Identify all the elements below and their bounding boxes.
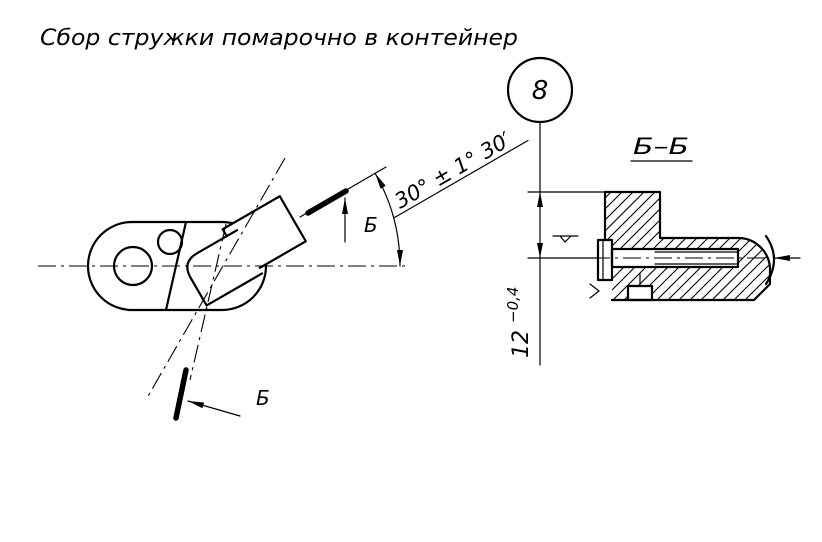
jaw-axis-line [189, 223, 227, 381]
surface-mark [552, 235, 579, 243]
cut-line-top [305, 188, 349, 216]
section-title: Б–Б [630, 135, 693, 162]
hatched-body [605, 192, 770, 300]
part-view [38, 157, 410, 399]
rotated-fixture-block [186, 195, 307, 307]
item-balloon: 8 [506, 56, 574, 124]
support-mark [589, 283, 600, 299]
angle-arc [374, 172, 403, 267]
dimension-tolerance: −0,4 [504, 287, 522, 323]
section-title-text: Б–Б [633, 135, 689, 160]
section-letter-top: Б [364, 213, 378, 237]
body-outline [603, 190, 772, 302]
angle-leader-line [393, 139, 529, 219]
cut-line-bottom [173, 367, 189, 421]
balloon-number: 8 [532, 76, 549, 106]
chip-collection-note: Сбор стружки помарочно в контейнер [40, 26, 518, 51]
fixture-axis-line [146, 157, 286, 399]
angle-dimension-text: 30° ± 1° 30′ [391, 127, 516, 213]
section-letter-bottom: Б [256, 386, 270, 410]
bolt-head [596, 238, 614, 282]
section-mark-bottom: Б [173, 367, 270, 421]
bolt-shank [610, 247, 740, 269]
dimension-12-text: 12 −0,4 [504, 287, 534, 358]
small-hole [156, 228, 184, 256]
dimension-nominal: 12 [509, 330, 534, 358]
linear-dimension: 12 −0,4 [504, 191, 661, 358]
locating-pin [626, 284, 654, 302]
section-view [589, 190, 801, 302]
fixture-jaw [186, 229, 264, 307]
section-mark-top: Б [305, 188, 378, 243]
dimension-arrow-up [537, 192, 543, 207]
view-arrow-bottom [187, 400, 241, 417]
dimension-arrow-down [537, 243, 543, 258]
